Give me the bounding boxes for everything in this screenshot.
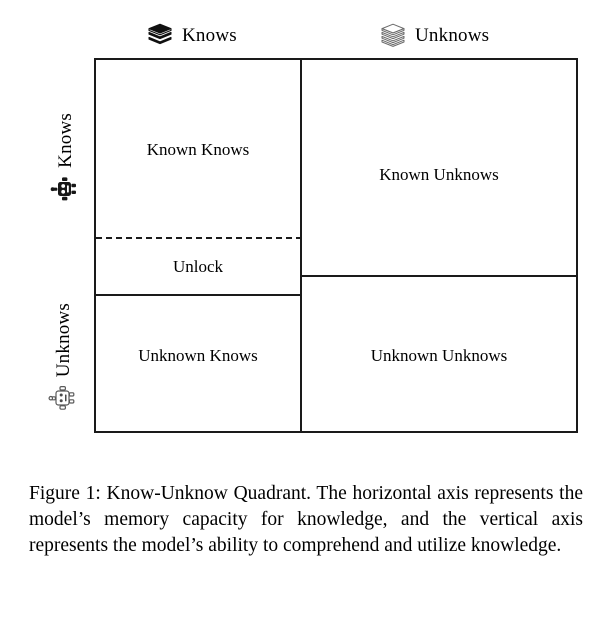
- row-label-knows-label: Knows: [54, 113, 76, 168]
- quadrant-cell-unlock-label: Unlock: [172, 257, 224, 276]
- filled-robot-icon: [50, 174, 80, 204]
- row-label-knows: Knows: [50, 113, 80, 204]
- outline-book-stack-icon: [380, 22, 406, 48]
- quadrant-cell-known-knows-label: Known Knows: [146, 140, 250, 159]
- quadrant-dashed-divider: [96, 237, 302, 239]
- quadrant-cell-unlock: Unlock: [96, 240, 300, 294]
- quadrant-cell-unknown-unknows-label: Unknown Unknows: [370, 346, 508, 365]
- quadrant-cell-known-knows: Known Knows: [96, 120, 300, 180]
- figure-caption: Figure 1: Know-Unknow Quadrant. The hori…: [29, 483, 583, 556]
- quadrant-cell-unknown-knows: Unknown Knows: [96, 326, 300, 386]
- column-header-unknows: Unknows: [380, 22, 489, 48]
- column-header-unknows-label: Unknows: [415, 24, 490, 46]
- column-header-knows: Knows: [147, 22, 237, 48]
- know-unknow-quadrant-diagram: Known Knows Unlock Known Unknows Unknown…: [94, 58, 578, 433]
- quadrant-horizontal-divider-right: [300, 275, 576, 277]
- filled-book-stack-icon: [147, 22, 173, 48]
- column-header-knows-label: Knows: [182, 24, 237, 46]
- quadrant-vertical-divider: [300, 60, 302, 431]
- quadrant-cell-known-unknows: Known Unknows: [302, 145, 576, 205]
- quadrant-cell-known-unknows-label: Known Unknows: [379, 165, 499, 184]
- row-label-unknows: Unknows: [48, 303, 78, 413]
- quadrant-cell-unknown-unknows: Unknown Unknows: [302, 326, 576, 386]
- outline-robot-icon: [48, 383, 78, 413]
- quadrant-cell-unknown-knows-label: Unknown Knows: [138, 346, 258, 365]
- quadrant-horizontal-divider-left: [96, 294, 302, 296]
- row-label-unknows-label: Unknows: [52, 303, 74, 378]
